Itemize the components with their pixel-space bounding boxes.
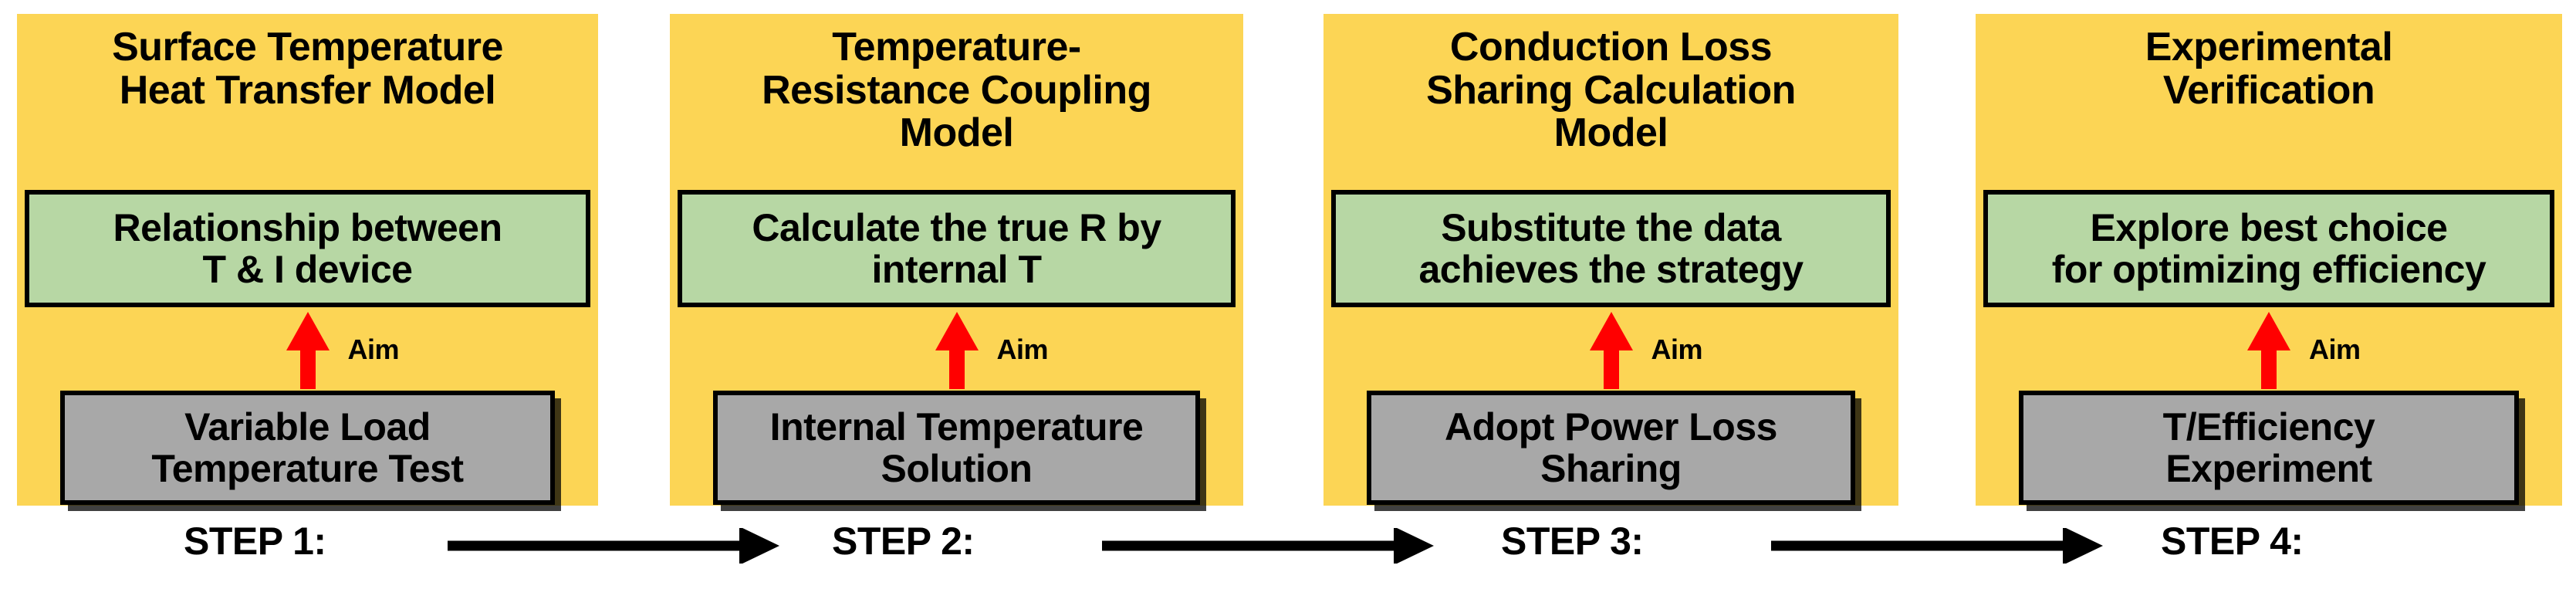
red-up-arrow-icon [2247, 312, 2290, 389]
panel-2-title: Temperature- Resistance Coupling Model [762, 25, 1151, 156]
step-connector-arrow-1-to-2 [448, 528, 779, 564]
panel-1-aim-connector: Aim [17, 312, 598, 395]
stage-panel-3[interactable]: Conduction Loss Sharing Calculation Mode… [1323, 14, 1898, 506]
panel-2-aim-label: Aim [996, 333, 1049, 365]
red-up-arrow-icon [1589, 312, 1633, 389]
panel-1-method-box[interactable]: Variable Load Temperature Test [60, 391, 555, 505]
panel-3-aim-box[interactable]: Substitute the data achieves the strateg… [1331, 190, 1891, 307]
step-connector-arrow-3-to-4 [1771, 528, 2103, 564]
panel-4-method-box[interactable]: T/Efficiency Experiment [2019, 391, 2519, 505]
panel-1-aim-text: Relationship between T & I device [113, 206, 502, 291]
step-connector-arrow-2-to-3 [1102, 528, 1434, 564]
red-up-arrow-icon [286, 312, 330, 389]
panel-row: Surface Temperature Heat Transfer Model … [17, 14, 2562, 506]
panel-4-aim-text: Explore best choice for optimizing effic… [2051, 206, 2486, 291]
panel-4-method-text: T/Efficiency Experiment [2162, 405, 2375, 490]
panel-1-method-text: Variable Load Temperature Test [151, 405, 464, 490]
stage-panel-1[interactable]: Surface Temperature Heat Transfer Model … [17, 14, 598, 506]
panel-3-method-box[interactable]: Adopt Power Loss Sharing [1367, 391, 1855, 505]
panel-3-title: Conduction Loss Sharing Calculation Mode… [1426, 25, 1796, 156]
panel-3-aim-label: Aim [1651, 333, 1703, 365]
red-up-arrow-icon [935, 312, 979, 389]
step-label-1: STEP 1: [184, 520, 326, 563]
panel-4-aim-box[interactable]: Explore best choice for optimizing effic… [1983, 190, 2554, 307]
panel-4-aim-label: Aim [2309, 333, 2361, 365]
panel-2-method-text: Internal Temperature Solution [769, 405, 1144, 490]
panel-2-aim-box[interactable]: Calculate the true R by internal T [678, 190, 1236, 307]
panel-1-aim-label: Aim [347, 333, 400, 365]
step-label-3: STEP 3: [1501, 520, 1644, 563]
panel-1-title: Surface Temperature Heat Transfer Model [112, 25, 503, 113]
panel-4-title: Experimental Verification [2145, 25, 2393, 113]
step-sequence: STEP 1: STEP 2: STEP 3: STEP 4: [0, 509, 2576, 589]
panel-3-method-text: Adopt Power Loss Sharing [1445, 405, 1777, 490]
panel-3-aim-connector: Aim [1323, 312, 1898, 395]
panel-2-method-box[interactable]: Internal Temperature Solution [713, 391, 1200, 505]
panel-2-aim-connector: Aim [670, 312, 1243, 395]
panel-2-aim-text: Calculate the true R by internal T [752, 206, 1161, 291]
step-label-2: STEP 2: [832, 520, 975, 563]
stage-panel-4[interactable]: Experimental Verification Explore best c… [1976, 14, 2562, 506]
panel-3-aim-text: Substitute the data achieves the strateg… [1418, 206, 1804, 291]
panel-1-aim-box[interactable]: Relationship between T & I device [25, 190, 590, 307]
panel-4-aim-connector: Aim [1976, 312, 2562, 395]
step-label-4: STEP 4: [2161, 520, 2304, 563]
stage-panel-2[interactable]: Temperature- Resistance Coupling Model C… [670, 14, 1243, 506]
